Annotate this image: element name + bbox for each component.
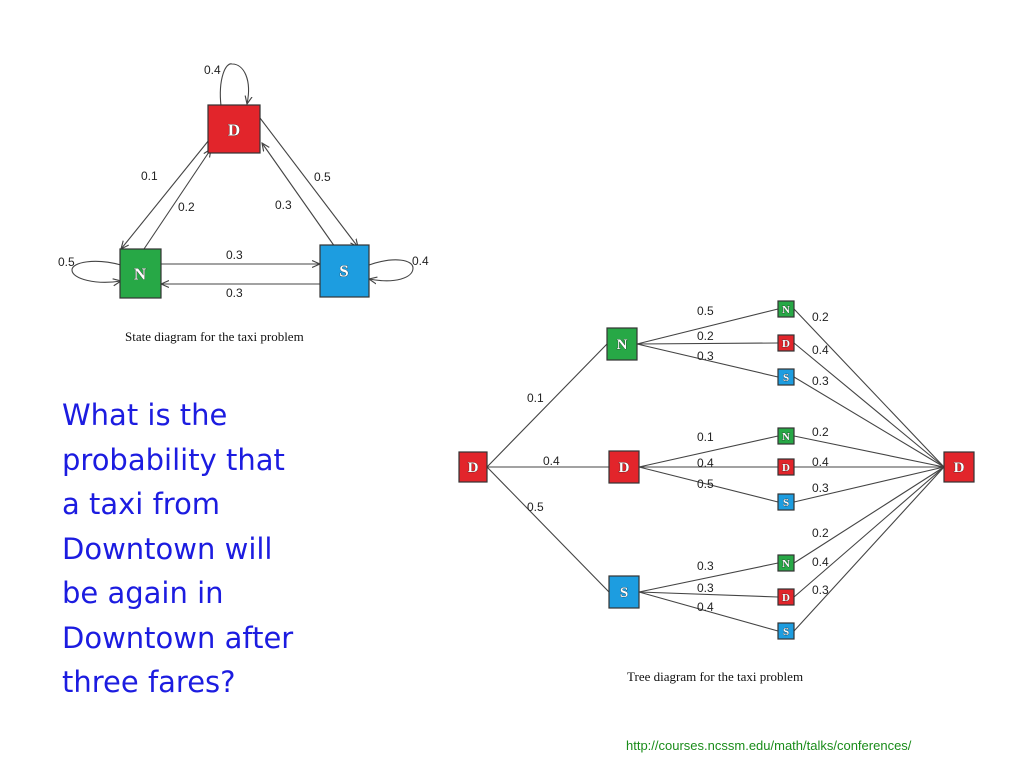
edge-d-to-s [259,117,358,247]
tree-label-end-1-2: 0.3 [812,481,829,495]
tree-node-l2-1-s: S [777,493,795,511]
tree-edge-l1-2-l2-2 [638,591,779,632]
source-url-link[interactable]: http://courses.ncssm.edu/math/talks/conf… [626,738,912,753]
state-node-d: D [207,104,261,154]
tree-label-end-2-2: 0.3 [812,583,829,597]
label-n-loop: 0.5 [58,255,75,269]
label-n-to-s: 0.3 [226,248,243,262]
tree-edge-root-n-0 [486,343,608,468]
tree-label-l2-0-2: 0.3 [697,349,714,363]
tree-edge-l1-0-l2-2 [636,343,779,378]
tree-label-l2-0-1: 0.2 [697,329,714,343]
tree-edge-l2-2-2-end [793,466,945,632]
tree-edge-l2-0-0-end [793,308,945,468]
state-node-n: N [119,248,162,299]
tree-edge-l2-0-1-end [793,342,945,468]
svg-text:D: D [619,460,630,476]
label-n-to-d: 0.2 [178,200,195,214]
svg-text:S: S [783,372,789,384]
loop-s [369,259,414,281]
svg-text:D: D [782,462,790,474]
tree-label-l2-1-1: 0.4 [697,456,714,470]
tree-edge-l1-1-l2-2 [638,466,779,503]
tree-node-l2-1-d: D [777,458,795,476]
svg-text:S: S [783,626,789,638]
tree-edge-l2-0-2-end [793,376,945,468]
tree-node-end: D [943,451,975,483]
svg-text:D: D [954,460,965,476]
tree-edge-l1-0-l2-1 [636,342,779,345]
tree-node-l2-0-n: N [777,300,795,318]
tree-label-l2-1-2: 0.5 [697,477,714,491]
tree-label-l2-2-2: 0.4 [697,600,714,614]
tree-node-l2-2-d: D [777,588,795,606]
tree-edge-l1-0-l2-0 [636,308,779,345]
tree-node-l2-0-d: D [777,334,795,352]
label-s-loop: 0.4 [412,254,429,268]
tree-label-end-0-2: 0.3 [812,374,829,388]
tree-label-l2-0-0: 0.5 [697,304,714,318]
tree-edge-l1-1-l2-0 [638,435,779,468]
tree-edge-l2-2-1-end [793,466,945,598]
edge-n-to-d [143,149,211,250]
tree-diagram-caption: Tree diagram for the taxi problem [627,669,804,684]
svg-text:N: N [782,304,790,316]
svg-text:N: N [782,558,790,570]
svg-text:D: D [782,592,790,604]
tree-node-root: D [458,451,488,483]
svg-text:D: D [228,121,240,140]
svg-text:N: N [617,337,628,353]
tree-label-l1-2: 0.5 [527,500,544,514]
state-diagram-caption: State diagram for the taxi problem [125,329,304,344]
tree-edge-l2-2-0-end [793,466,945,564]
tree-edge-l2-1-0-end [793,435,945,468]
edge-s-to-d [262,143,336,248]
label-d-to-n: 0.1 [141,169,158,183]
tree-edge-l2-1-2-end [793,466,945,503]
label-s-to-n: 0.3 [226,286,243,300]
tree-label-end-2-0: 0.2 [812,526,829,540]
label-d-loop: 0.4 [204,63,221,77]
svg-text:N: N [134,265,147,284]
tree-node-l1-d: D [608,450,640,484]
tree-node-l2-1-n: N [777,427,795,445]
edge-d-to-n [121,139,210,249]
tree-label-l2-2-0: 0.3 [697,559,714,573]
label-s-to-d: 0.3 [275,198,292,212]
tree-label-end-1-1: 0.4 [812,455,829,469]
tree-label-end-2-1: 0.4 [812,555,829,569]
tree-edge-root-s-2 [486,466,610,593]
tree-edge-l1-2-l2-0 [638,562,779,593]
tree-node-l1-s: S [608,575,640,609]
state-node-s: S [319,244,370,298]
label-d-to-s: 0.5 [314,170,331,184]
tree-label-l1-0: 0.1 [527,391,544,405]
tree-label-end-0-0: 0.2 [812,310,829,324]
tree-node-l1-n: N [606,327,638,361]
tree-edge-l1-2-l2-1 [638,591,779,598]
tree-label-l2-2-1: 0.3 [697,581,714,595]
svg-text:D: D [468,460,479,476]
svg-text:N: N [782,431,790,443]
svg-text:D: D [782,338,790,350]
loop-n [71,260,121,282]
svg-text:S: S [339,262,348,281]
tree-label-l1-1: 0.4 [543,454,560,468]
tree-label-end-1-0: 0.2 [812,425,829,439]
svg-text:S: S [783,497,789,509]
tree-node-l2-0-s: S [777,368,795,386]
tree-node-l2-2-s: S [777,622,795,640]
tree-label-l2-1-0: 0.1 [697,430,714,444]
question-text: What is the probability that a taxi from… [62,398,294,699]
tree-node-l2-2-n: N [777,554,795,572]
svg-text:S: S [620,585,628,601]
tree-label-end-0-1: 0.4 [812,343,829,357]
loop-d [219,63,248,107]
